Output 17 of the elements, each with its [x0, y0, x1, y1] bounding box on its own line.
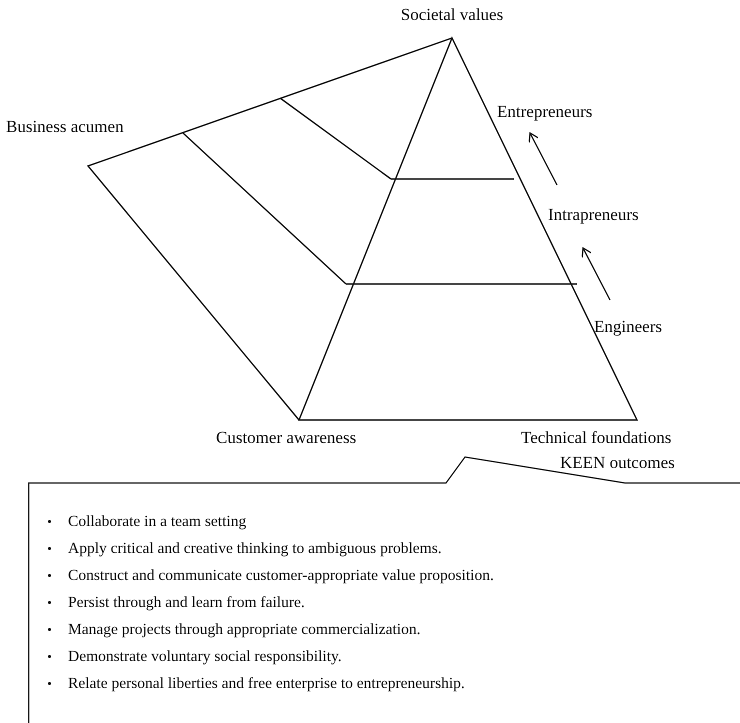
bullet-item: Relate personal liberties and free enterprise to entrepreneurship.: [46, 670, 494, 697]
level-label: Intrapreneurs: [548, 205, 639, 224]
bullet-item: Apply critical and creative thinking to ambiguous problems.: [46, 535, 494, 562]
vertex-label: Business acumen: [6, 116, 124, 138]
arrow: [528, 132, 558, 186]
arrow: [582, 247, 611, 300]
bullet-item: Collaborate in a team setting: [46, 508, 494, 535]
level-label: Engineers: [594, 317, 662, 336]
bullet-item: Construct and communicate customer-appropriate value proposition.: [46, 562, 494, 589]
bullet-item: Persist through and learn from failure.: [46, 589, 494, 616]
vertex-label: Societal values: [400, 4, 504, 26]
level-label: Entrepreneurs: [497, 102, 592, 121]
callout-heading: KEEN outcomes: [560, 452, 675, 474]
vertex-label: Technical foundations: [521, 427, 672, 449]
vertex-label: Customer awareness: [216, 427, 356, 449]
bullet-item: Manage projects through appropriate commercialization.: [46, 616, 494, 643]
bullet-item: Demonstrate voluntary social responsibility.: [46, 643, 494, 670]
